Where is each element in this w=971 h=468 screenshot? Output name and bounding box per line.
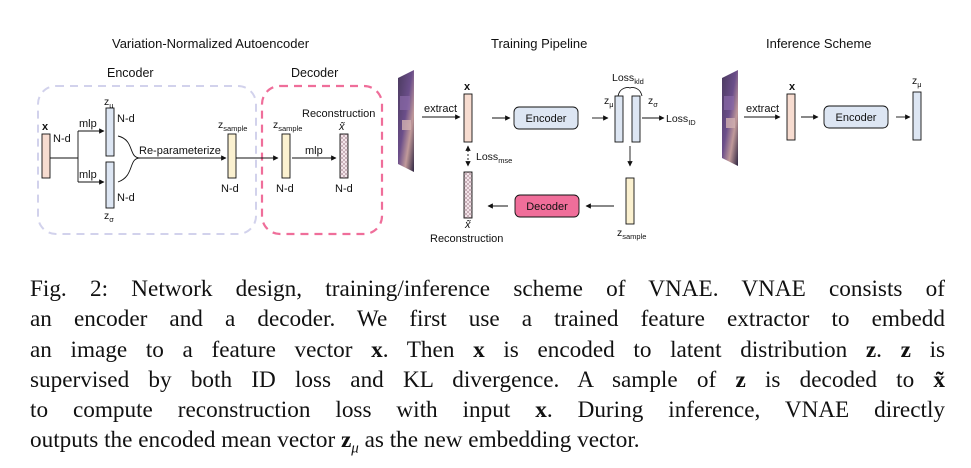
training-reconstruction-label: Reconstruction	[430, 233, 503, 245]
decoder-group-box	[260, 84, 384, 236]
vnae-diagram: Variation-Normalized Autoencoder Encoder…	[37, 36, 922, 245]
zsigma-dim-label: N-d	[117, 192, 135, 204]
training-zsigma-label: zσ	[648, 95, 658, 109]
mlp-dec-label: mlp	[305, 145, 323, 157]
inference-encoder-label: Encoder	[836, 112, 877, 124]
inference-photo	[722, 70, 738, 166]
zmu-vector	[105, 107, 115, 157]
inference-zmu-label: zμ	[912, 75, 922, 89]
zsigma-vector	[105, 161, 115, 209]
training-xhat-vector	[463, 171, 473, 219]
training-x-vector	[463, 93, 473, 143]
reparam-label: Re-parameterize	[139, 145, 221, 157]
reparam-brace	[117, 135, 141, 183]
training-losskld-label: Losskld	[612, 72, 644, 86]
zsample-vector	[227, 133, 237, 179]
x-dim-label: N-d	[53, 133, 71, 145]
dec-zsample-dim-label: N-d	[276, 183, 294, 195]
architecture-panel: Variation-Normalized Autoencoder Encoder…	[37, 36, 384, 236]
zsample-label: zsample	[218, 119, 247, 133]
training-losskld-bracket	[617, 87, 643, 97]
x-vector	[41, 133, 51, 179]
split-connector	[50, 131, 79, 182]
training-decoder-box	[514, 194, 580, 218]
inference-extract-label: extract	[746, 103, 779, 115]
caption-line-4: supervised by both ID loss and KL diverg…	[30, 366, 946, 393]
figure-caption: Fig. 2: Network design, training/inferen…	[30, 274, 945, 464]
caption-line-6: outputs the encoded mean vector zμ as th…	[30, 427, 640, 458]
xhat-label: x̃	[338, 121, 345, 133]
training-decoder-label: Decoder	[526, 201, 568, 213]
caption-line-3: an image to a feature vector x. Then x i…	[30, 336, 946, 363]
training-zsample-vector	[625, 177, 635, 225]
training-x-label: x	[464, 81, 471, 93]
training-zmu-label: zμ	[604, 95, 614, 109]
reconstruction-label: Reconstruction	[302, 108, 375, 120]
zsigma-label: zσ	[104, 210, 114, 224]
xhat-vector	[339, 133, 349, 179]
inference-x-vector	[786, 93, 796, 141]
training-extract-label: extract	[424, 103, 457, 115]
inference-encoder-box	[823, 105, 889, 129]
training-title: Training Pipeline	[491, 36, 587, 51]
xhat-dim-label: N-d	[335, 183, 353, 195]
training-encoder-box	[513, 106, 579, 130]
training-xhat-label: x̃	[464, 219, 471, 231]
training-zsample-label: zsample	[617, 227, 646, 241]
dec-zsample-vector	[281, 133, 291, 179]
training-lossid-label: LossID	[666, 113, 696, 127]
decoder-group-label: Decoder	[291, 66, 338, 80]
zsample-dim-label: N-d	[221, 183, 239, 195]
inference-x-label: x	[789, 81, 796, 93]
mlp-top-label: mlp	[79, 118, 97, 130]
training-encoder-label: Encoder	[526, 113, 567, 125]
training-zmu-vector	[614, 95, 624, 143]
encoder-group-label: Encoder	[107, 66, 154, 80]
architecture-title: Variation-Normalized Autoencoder	[112, 36, 310, 51]
dec-zsample-label: zsample	[273, 119, 302, 133]
x-label: x	[42, 121, 49, 133]
zmu-dim-label: N-d	[117, 113, 135, 125]
inference-panel: Inference Scheme extract x Encoder zμ	[722, 36, 922, 166]
training-zsigma-vector	[631, 95, 641, 143]
caption-line-5: to compute reconstruction loss with inpu…	[30, 397, 945, 424]
caption-line-1: Fig. 2: Network design, training/inferen…	[30, 276, 945, 302]
caption-line-2: an encoder and a decoder. We first use a…	[30, 306, 945, 333]
inference-zmu-vector	[912, 91, 922, 141]
mlp-bottom-label: mlp	[79, 169, 97, 181]
zmu-label: zμ	[104, 96, 114, 110]
training-photo	[398, 70, 414, 172]
training-lossmse-label: Lossmse	[476, 151, 512, 165]
training-panel: Training Pipeline extract x Encoder Loss…	[398, 36, 696, 245]
encoder-group-box	[37, 85, 257, 235]
inference-title: Inference Scheme	[766, 36, 872, 51]
